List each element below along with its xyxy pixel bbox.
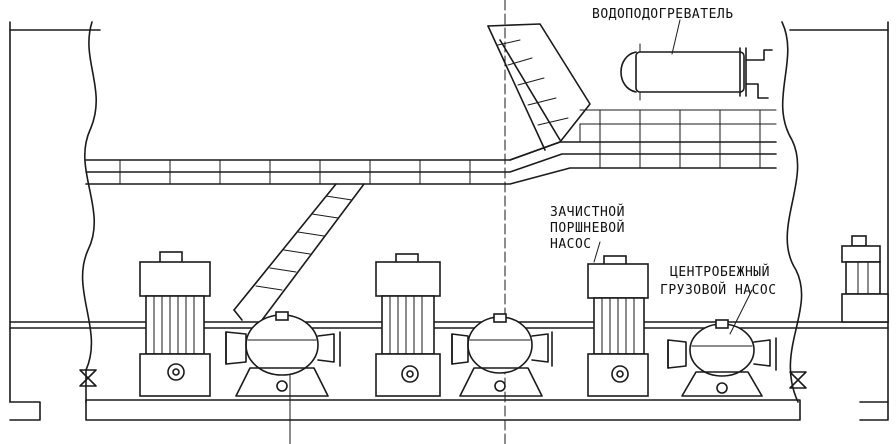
water-heater xyxy=(620,43,773,101)
piston-pump-left xyxy=(139,251,211,397)
cargo-pump-label-line1: ЦЕНТРОБЕЖНЫЙ xyxy=(670,264,770,280)
valve-left xyxy=(79,369,97,387)
stripping-pump-label-line1: ЗАЧИСТНОЙ xyxy=(550,204,625,220)
side-equipment-right xyxy=(841,235,889,323)
centrifugal-pump-left xyxy=(225,311,341,397)
break-lines xyxy=(81,21,803,403)
stripping-pump-label-line2: ПОРШНЕВОЙ xyxy=(550,220,625,236)
upper-deck-structure xyxy=(85,109,777,185)
leader-lines xyxy=(593,19,753,335)
valve-right xyxy=(789,371,807,389)
water-heater-label: ВОДОПОДОГРЕВАТЕЛЬ xyxy=(592,7,734,22)
centrifugal-pump-right xyxy=(667,319,777,397)
piston-pump-right xyxy=(587,255,649,397)
cargo-pump-label-line2: ГРУЗОВОЙ НАСОС xyxy=(660,282,777,298)
centrifugal-pump-middle xyxy=(451,313,553,397)
upper-ladder xyxy=(487,23,591,161)
stripping-pump-label-line3: НАСОС xyxy=(550,237,592,252)
lower-ladder xyxy=(233,183,365,321)
piston-pump-middle xyxy=(375,253,441,397)
